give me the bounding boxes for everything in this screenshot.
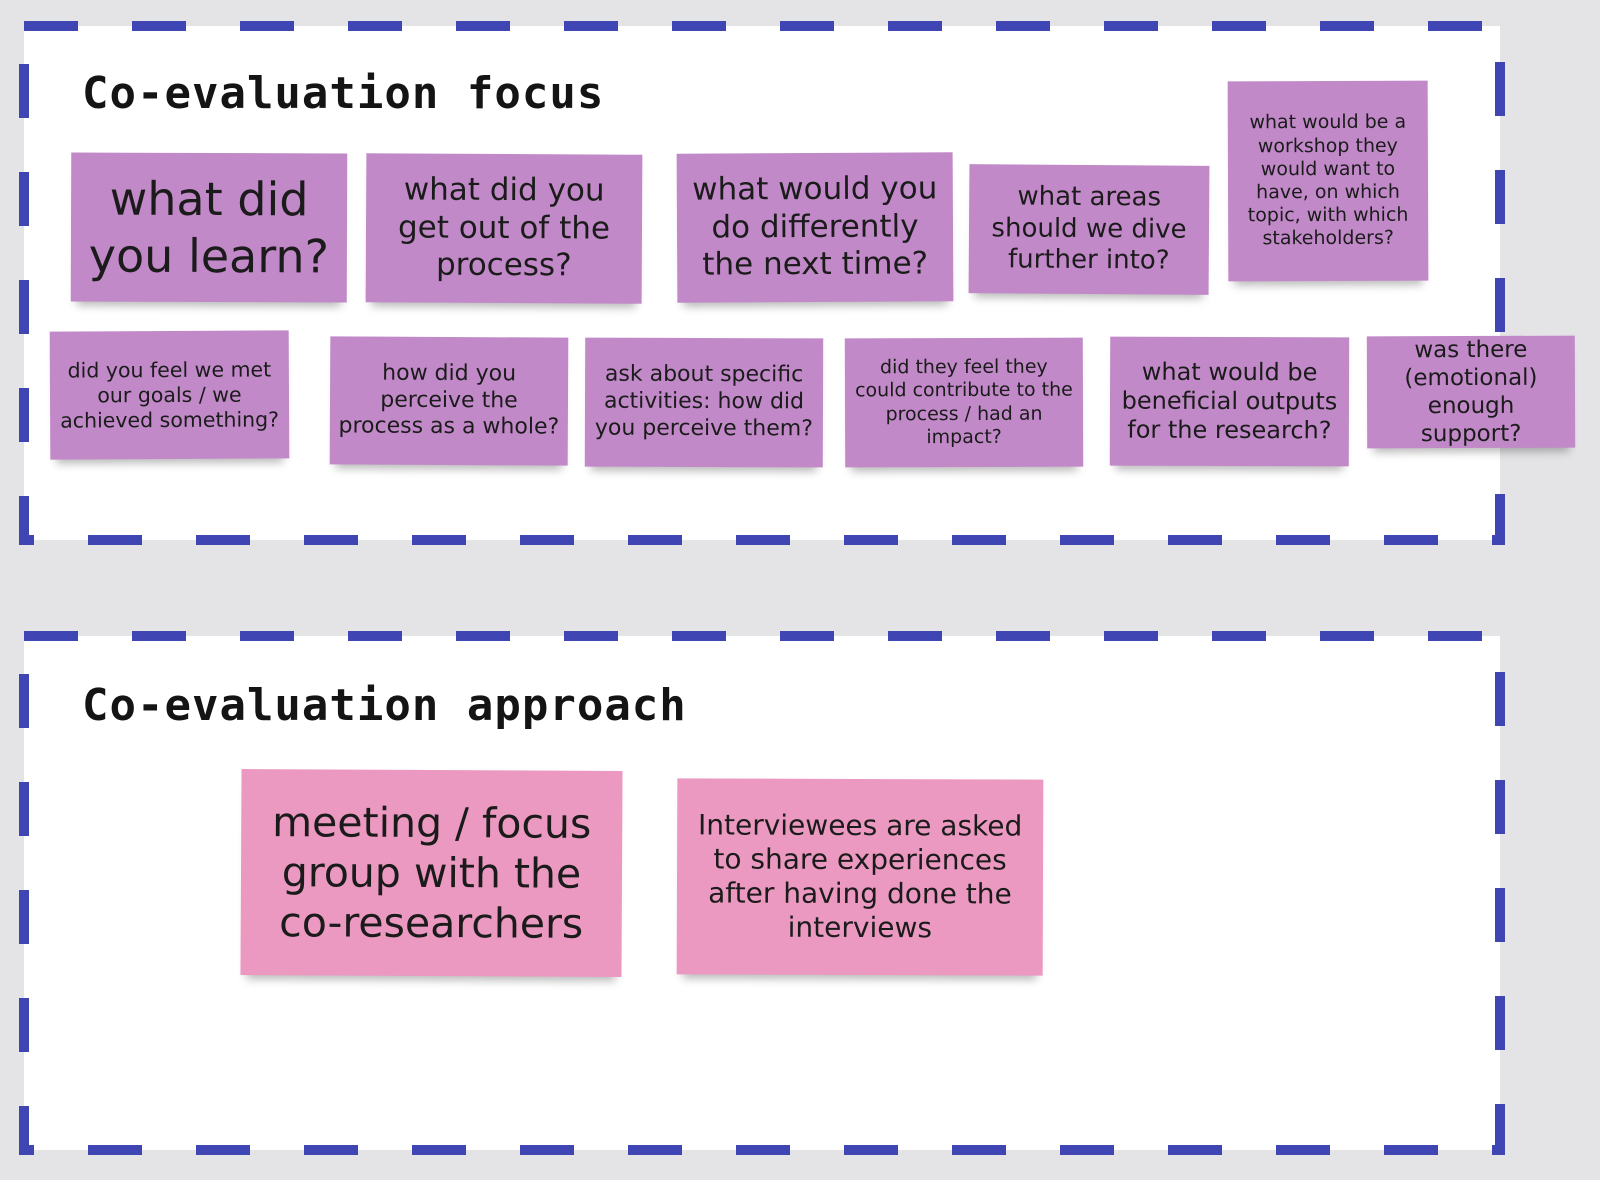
sticky-note[interactable]: what would be beneficial outputs for the… <box>1109 336 1350 467</box>
sticky-note-text: how did you perceive the process as a wh… <box>338 360 560 440</box>
sticky-note-text: did they feel they could contribute to t… <box>855 355 1073 448</box>
sticky-note[interactable]: what would be a workshop they would want… <box>1227 80 1429 282</box>
sticky-note[interactable]: what did you get out of the process? <box>365 153 643 304</box>
dashed-frame-border <box>19 21 1505 545</box>
sticky-note[interactable]: was there (emotional) enough support? <box>1366 335 1576 449</box>
sticky-note-text: meeting / focus group with the co-resear… <box>272 798 592 948</box>
sticky-note-text: ask about specific activities: how did y… <box>594 361 813 442</box>
sticky-note[interactable]: did you feel we met our goals / we achie… <box>49 330 290 460</box>
sticky-note-text: what did you learn? <box>88 172 330 283</box>
sticky-note[interactable]: Interviewees are asked to share experien… <box>676 778 1044 976</box>
dashed-frame-border <box>19 631 1505 1155</box>
sticky-note[interactable]: what areas should we dive further into? <box>968 164 1210 295</box>
sticky-note[interactable]: meeting / focus group with the co-resear… <box>240 769 623 977</box>
frame-title: Co-evaluation approach <box>82 680 687 731</box>
sticky-note-text: was there (emotional) enough support? <box>1404 336 1538 448</box>
sticky-note-text: what would you do differently the next t… <box>692 170 938 283</box>
sticky-note-text: what would be beneficial outputs for the… <box>1121 357 1338 445</box>
sticky-note-text: what areas should we dive further into? <box>991 181 1187 276</box>
sticky-note-text: what would be a workshop they would want… <box>1247 111 1409 250</box>
sticky-note[interactable]: ask about specific activities: how did y… <box>584 337 824 468</box>
sticky-note[interactable]: how did you perceive the process as a wh… <box>329 336 569 466</box>
sticky-note[interactable]: what did you learn? <box>70 152 348 303</box>
sticky-note-text: what did you get out of the process? <box>397 171 611 284</box>
sticky-note-text: Interviewees are asked to share experien… <box>697 808 1023 945</box>
frame-title: Co-evaluation focus <box>82 68 605 119</box>
sticky-note[interactable]: did they feel they could contribute to t… <box>844 337 1084 468</box>
sticky-note-text: did you feel we met our goals / we achie… <box>60 356 280 433</box>
sticky-note[interactable]: what would you do differently the next t… <box>676 152 954 303</box>
